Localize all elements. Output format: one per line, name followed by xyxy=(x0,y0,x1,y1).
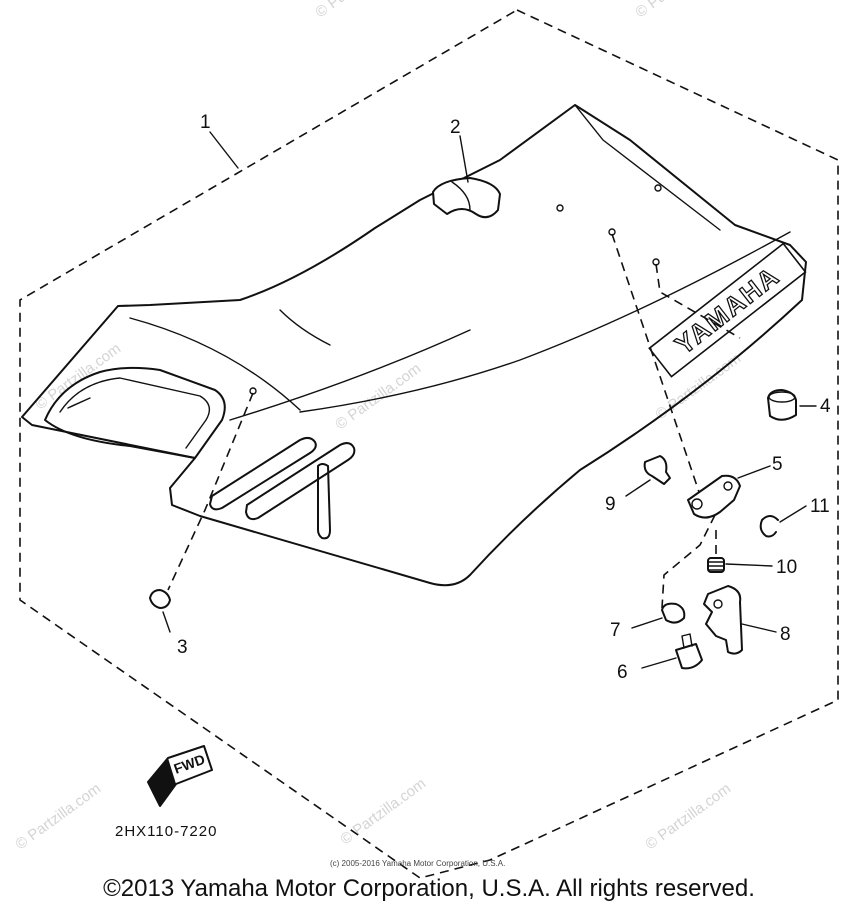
leader-5 xyxy=(737,465,771,479)
leader-2 xyxy=(459,135,469,183)
seat-slot-1 xyxy=(209,436,317,511)
seat-crease-2 xyxy=(279,309,331,346)
part-4-bumper-top xyxy=(768,391,796,403)
seat-buffer-boss-detail xyxy=(451,181,471,211)
leader-9 xyxy=(625,479,651,497)
part-5-hole xyxy=(691,498,703,510)
leader-hole-3 xyxy=(167,392,254,591)
seat-slot-3 xyxy=(317,463,331,540)
seat-crease-3 xyxy=(299,231,791,413)
watermark-2: © Partzilla.com xyxy=(332,360,424,433)
leader-lock-chain xyxy=(661,514,716,609)
leader-10 xyxy=(725,563,773,567)
part-7-collar xyxy=(661,602,686,624)
watermark-6: © Partzilla.com xyxy=(642,780,734,853)
watermark-7: © Partzilla.com xyxy=(312,0,404,21)
part-8-hook xyxy=(703,585,743,655)
seat-hole-2 xyxy=(654,184,662,192)
leader-lock-rod xyxy=(611,233,701,496)
assembly-outline xyxy=(19,9,839,879)
callout-labels: 1 2 3 4 5 6 7 8 9 10 11 xyxy=(177,112,831,683)
callout-6: 6 xyxy=(617,662,628,683)
leader-6 xyxy=(641,657,677,669)
seat-top-ridge xyxy=(574,104,721,231)
drawing-code: 2HX110-7220 xyxy=(115,823,217,840)
fwd-arrow: FWD xyxy=(147,745,213,807)
seat-cutout xyxy=(44,366,226,459)
watermark-5: © Partzilla.com xyxy=(337,775,429,848)
part-9-bolt xyxy=(643,455,671,485)
watermark-8: © Partzilla.com xyxy=(632,0,724,21)
part-6-thread xyxy=(681,633,693,649)
yamaha-logo-text: YAMAHA xyxy=(669,260,785,360)
part-11-clip xyxy=(759,515,779,538)
part-8-hole xyxy=(713,599,723,609)
callout-7: 7 xyxy=(610,620,621,641)
seat-cutout-slot xyxy=(67,397,91,409)
leader-7 xyxy=(631,617,663,629)
callout-4: 4 xyxy=(820,396,831,417)
leader-11 xyxy=(779,505,807,523)
seat-side-panel xyxy=(229,329,471,421)
footer-copyright: ©2013 Yamaha Motor Corporation, U.S.A. A… xyxy=(103,875,755,902)
leader-3 xyxy=(162,611,171,633)
part-5-hole-2 xyxy=(723,481,733,491)
callout-11: 11 xyxy=(810,496,830,517)
seat-hole-1 xyxy=(556,204,564,212)
callout-1: 1 xyxy=(200,112,211,133)
callout-3: 3 xyxy=(177,637,188,658)
fwd-arrow-fill xyxy=(148,758,176,806)
watermark-layer: © Partzilla.com © Partzilla.com © Partzi… xyxy=(12,0,744,853)
seat-crease-1 xyxy=(129,317,301,411)
leader-lines xyxy=(167,233,741,609)
callout-5: 5 xyxy=(772,454,783,475)
seat-cutout-inner xyxy=(59,377,211,449)
seat-body xyxy=(21,104,807,587)
seat-assembly: YAMAHA xyxy=(21,104,807,587)
watermark-4: © Partzilla.com xyxy=(12,780,104,853)
leader-1 xyxy=(209,131,239,169)
part-6-screw xyxy=(675,643,703,670)
seat-slot-2 xyxy=(245,442,356,521)
callout-10: 10 xyxy=(776,557,797,578)
part-3-grommet xyxy=(149,589,171,609)
callout-2: 2 xyxy=(450,117,461,138)
leader-8 xyxy=(741,623,777,633)
callout-leaders xyxy=(162,131,817,669)
small-copyright: (c) 2005-2016 Yamaha Motor Corporation, … xyxy=(330,859,505,868)
callout-8: 8 xyxy=(780,624,791,645)
part-10-spring xyxy=(707,557,725,573)
callout-9: 9 xyxy=(605,494,616,515)
